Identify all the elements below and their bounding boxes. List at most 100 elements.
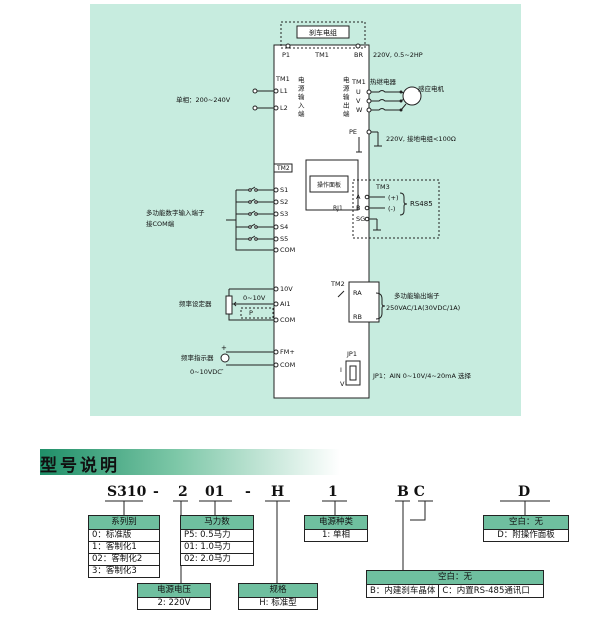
brake-unit-label: 刹车电组 — [309, 28, 337, 37]
relay-term-ra: RA — [353, 289, 362, 297]
tm1-left-label: TM1 — [275, 75, 290, 83]
digital-term-label: S3 — [280, 210, 288, 218]
fm-minus-sign: - — [221, 366, 224, 374]
analog-range: 0~10V — [243, 294, 266, 302]
series-header: 系列别 — [89, 516, 159, 530]
fm-term-com: COM — [280, 361, 295, 369]
single-phase-label: 单相：200~240V — [176, 95, 231, 104]
relay-label-1: 多功能输出端子 — [394, 291, 440, 300]
spec-row: H: 标准型 — [259, 598, 297, 608]
freq-meter-label: 频率指示器 — [181, 353, 214, 362]
panel-label: 操作面板 — [317, 181, 341, 189]
rs485-sign-plus: (+) — [388, 194, 399, 202]
rs485-term-sg: SG — [356, 215, 365, 223]
series-box: 系列别 0：标准版 1：客制化1 02：客制化2 3：客制化3 — [88, 515, 160, 578]
code-phase: 1 — [328, 484, 338, 500]
analog-p: P — [249, 309, 253, 317]
digital-common-bus — [226, 190, 274, 251]
options-header: 空白：无 — [367, 571, 543, 585]
digital-term-label: S2 — [280, 198, 288, 206]
analog-term-com: COM — [280, 316, 295, 324]
code-dash-2: - — [245, 484, 251, 500]
rs485-term-a: A — [356, 193, 361, 201]
code-spec: H — [271, 484, 285, 500]
code-dash-1: - — [153, 484, 159, 500]
fm-range: 0~10VDC — [190, 368, 222, 376]
potentiometer — [225, 295, 233, 315]
digital-label-2: 接COM端 — [146, 219, 175, 228]
thermal-relay-label: 热继电器 — [370, 77, 397, 86]
code-panel: D — [518, 484, 531, 500]
freq-setter-label: 频率设定器 — [179, 299, 212, 308]
option-c: C：内置RS-485通讯口 — [438, 585, 533, 597]
series-row: 02：客制化2 — [89, 554, 159, 566]
panel-option-header: 空白：无 — [484, 516, 568, 530]
wiring-diagram: 刹车电组 P1 TM1 BR 220V, 0.5~2HP TM1 电源输入端 L… — [90, 4, 521, 416]
tm3-label: TM3 — [375, 183, 390, 191]
digital-terminal — [273, 236, 279, 242]
code-power: 01 — [205, 484, 225, 500]
input-term-l1: L1 — [280, 87, 288, 95]
digital-terminal — [273, 247, 279, 253]
jp1-v: V — [340, 380, 345, 388]
digital-terminal — [273, 224, 279, 230]
options-box: 空白：无 B：内建刹车晶体 C：内置RS-485通讯口 — [366, 570, 544, 598]
output-term-w: W — [356, 106, 363, 114]
option-b: B：内建刹车晶体 — [370, 586, 436, 596]
output-term-v: V — [356, 97, 361, 105]
rs485-term-b: B — [356, 204, 360, 212]
jp1-note: JP1：AIN 0~10V/4~20mA 选择 — [372, 371, 471, 380]
voltage-header: 电源电压 — [138, 584, 210, 598]
voltage-box: 电源电压 2: 220V — [137, 583, 211, 610]
brake-term-br: BR — [354, 51, 363, 59]
digital-terminal — [273, 187, 279, 193]
jp1-label: JP1 — [346, 350, 357, 358]
digital-term-label: S5 — [280, 235, 288, 243]
series-row: 1：客制化1 — [89, 542, 159, 554]
ground-spec: 220V, 接地电组<100Ω — [386, 134, 456, 143]
series-row: 3：客制化3 — [92, 566, 137, 576]
tm2-relay-label: TM2 — [330, 280, 345, 288]
code-voltage: 2 — [178, 484, 188, 500]
phase-row: 1: 单相 — [322, 530, 350, 540]
digital-terminal — [273, 199, 279, 205]
input-term-l2: L2 — [280, 104, 288, 112]
power-row: 01: 1.0马力 — [181, 542, 253, 554]
motor-symbol — [402, 86, 422, 106]
tm2-label: TM2 — [276, 165, 290, 172]
pe-label: PE — [349, 128, 357, 136]
digital-term-label: S1 — [280, 186, 288, 194]
brake-unit-box — [280, 21, 366, 49]
brake-spec: 220V, 0.5~2HP — [373, 51, 423, 59]
relay-term-rb: RB — [353, 313, 362, 321]
rs485-sign-minus: (-) — [388, 205, 395, 213]
brake-term-p1: P1 — [282, 51, 290, 59]
motor-label: 感应电机 — [418, 84, 445, 93]
fm-plus-sign: + — [221, 344, 227, 352]
code-options: B C — [397, 484, 425, 500]
series-row: 0：标准版 — [89, 530, 159, 542]
power-box: 马力数 P5: 0.5马力 01: 1.0马力 02: 2.0马力 — [180, 515, 254, 566]
tm1-right-label: TM1 — [351, 78, 366, 86]
panel-option-row: D：附操作面板 — [497, 530, 555, 540]
brake-term-tm1: TM1 — [314, 51, 329, 59]
voltage-row: 2: 220V — [157, 598, 191, 608]
freq-meter-symbol — [220, 353, 230, 363]
relay-label-2: 250VAC/1A(30VDC/1A) — [386, 304, 460, 312]
output-term-u: U — [356, 88, 361, 96]
digital-term-label: S4 — [280, 223, 288, 231]
code-series: S310 — [107, 484, 147, 500]
spec-header: 规格 — [239, 584, 317, 598]
model-heading-bar — [40, 449, 340, 475]
power-input-label: 电源输入端 — [298, 75, 305, 118]
inverter-body — [273, 44, 370, 399]
analog-term-ai1: AI1 — [280, 300, 291, 308]
digital-label-1: 多功能数字输入端子 — [146, 208, 205, 217]
jp1-i: I — [340, 366, 342, 374]
analog-term-10v: 10V — [280, 285, 293, 293]
power-row: 02: 2.0马力 — [184, 554, 231, 564]
phase-box: 电源种类 1: 单相 — [304, 515, 368, 542]
power-header: 马力数 — [181, 516, 253, 530]
panel-option-box: 空白：无 D：附操作面板 — [483, 515, 569, 542]
